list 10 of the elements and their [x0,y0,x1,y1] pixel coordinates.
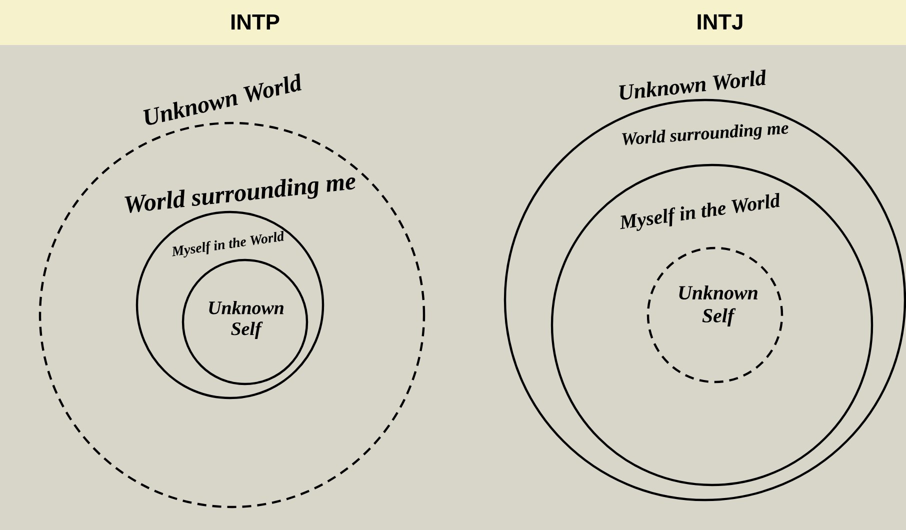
circle-label: World surrounding me [622,124,788,146]
panel-heading: INTJ [698,14,742,30]
circle-label: Myself in the World [172,230,284,258]
circle-label: Unknown World [619,69,766,100]
panel-heading: INTP [232,14,280,30]
circle-label: Unknown Self [679,286,758,326]
circle-label: World surrounding me [124,177,356,213]
circle-label: Unknown Self [209,300,284,340]
circle-label: Myself in the World [620,192,780,231]
circle-label: Unknown World [143,73,302,125]
